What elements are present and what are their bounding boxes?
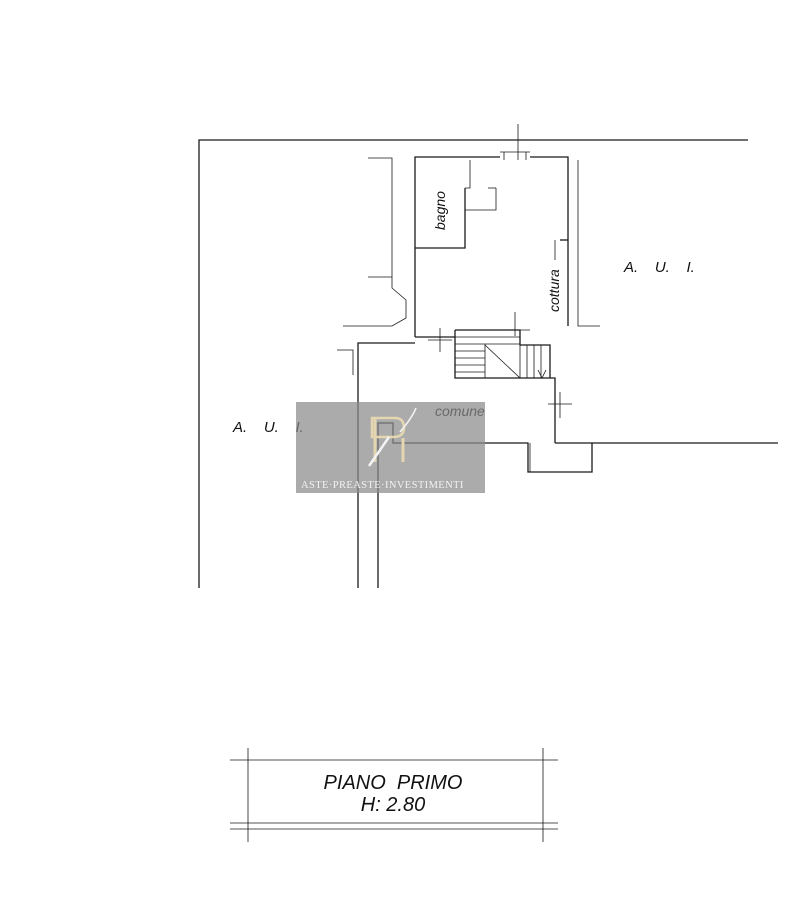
watermark: ASTE·PREASTE·INVESTIMENTI [296,402,485,493]
room-label-cottura: cottura [546,269,562,312]
staircase [454,329,551,379]
other-unit-label-right: A. U. I. [623,259,695,276]
apartment-walls [414,124,600,352]
other-unit-label-left: A. U. I. [232,419,304,436]
room-label-bagno: bagno [432,191,448,230]
floor-height: H: 2.80 [361,794,425,816]
building-outline [198,139,778,588]
watermark-text: ASTE·PREASTE·INVESTIMENTI [301,480,464,491]
watermark-logo [367,407,417,467]
left-unit-walls [337,157,407,375]
floor-title: PIANO PRIMO [324,772,463,794]
title-block: PIANO PRIMO H: 2.80 [230,748,558,842]
